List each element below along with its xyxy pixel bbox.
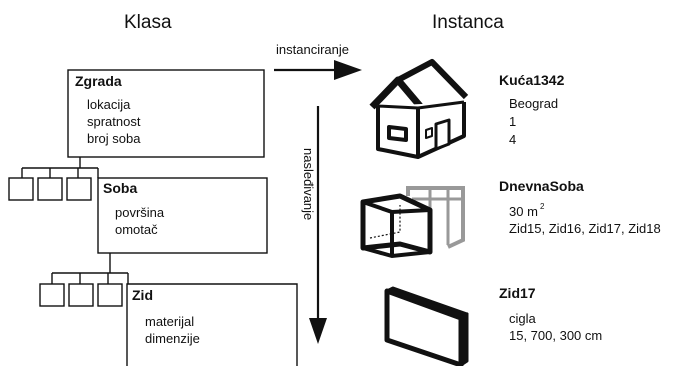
instance-zid17: Zid17 cigla 15, 700, 300 cm xyxy=(499,285,602,343)
class-attribute: spratnost xyxy=(87,114,141,129)
class-attribute: površina xyxy=(115,205,165,220)
class-attribute: materijal xyxy=(145,314,194,329)
instantiation-label: instanciranje xyxy=(276,42,349,57)
instance-value: cigla xyxy=(509,311,537,326)
class-attribute: dimenzije xyxy=(145,331,200,346)
instance-kuca1342: Kuća1342 Beograd 1 4 xyxy=(499,72,565,147)
house-icon xyxy=(369,59,469,159)
instance-value: 4 xyxy=(509,132,516,147)
instance-header: Instanca xyxy=(432,12,504,33)
inheritance-label: nasleđivanje xyxy=(301,148,316,220)
subclass-box xyxy=(37,177,63,201)
class-zid: Zid materijal dimenzije xyxy=(126,283,298,366)
instance-name: Zid17 xyxy=(499,285,536,301)
wall-icon xyxy=(384,286,469,366)
instantiation-arrow: instanciranje xyxy=(274,42,362,80)
instance-value: 15, 700, 300 cm xyxy=(509,328,602,343)
subclass-box xyxy=(39,283,65,307)
class-header: Klasa xyxy=(124,12,172,33)
class-name: Zgrada xyxy=(75,73,122,89)
instance-value: Beograd xyxy=(509,96,558,111)
inheritance-arrow: nasleđivanje xyxy=(301,106,327,344)
class-soba: Soba površina omotač xyxy=(97,177,268,254)
instance-value: Zid15, Zid16, Zid17, Zid18 xyxy=(509,221,661,236)
subclass-box xyxy=(8,177,34,201)
instance-name: DnevnaSoba xyxy=(499,178,584,194)
soba-subclass-tree xyxy=(39,253,129,307)
instance-value: 30 m xyxy=(509,204,538,219)
zgrada-subclass-tree xyxy=(8,157,99,201)
class-name: Soba xyxy=(103,180,137,196)
subclass-box xyxy=(68,283,94,307)
class-attribute: lokacija xyxy=(87,97,131,112)
class-attribute: omotač xyxy=(115,222,158,237)
area-superscript: 2 xyxy=(540,202,545,211)
subclass-box xyxy=(66,177,92,201)
class-attribute: broj soba xyxy=(87,131,141,146)
instance-name: Kuća1342 xyxy=(499,72,565,88)
instance-dnevnasoba: DnevnaSoba 30 m 2 Zid15, Zid16, Zid17, Z… xyxy=(499,178,661,236)
room-icon xyxy=(360,186,465,259)
instance-value: 1 xyxy=(509,114,516,129)
class-zgrada: Zgrada lokacija spratnost broj soba xyxy=(67,69,265,158)
subclass-box xyxy=(97,283,123,307)
class-name: Zid xyxy=(132,287,153,303)
